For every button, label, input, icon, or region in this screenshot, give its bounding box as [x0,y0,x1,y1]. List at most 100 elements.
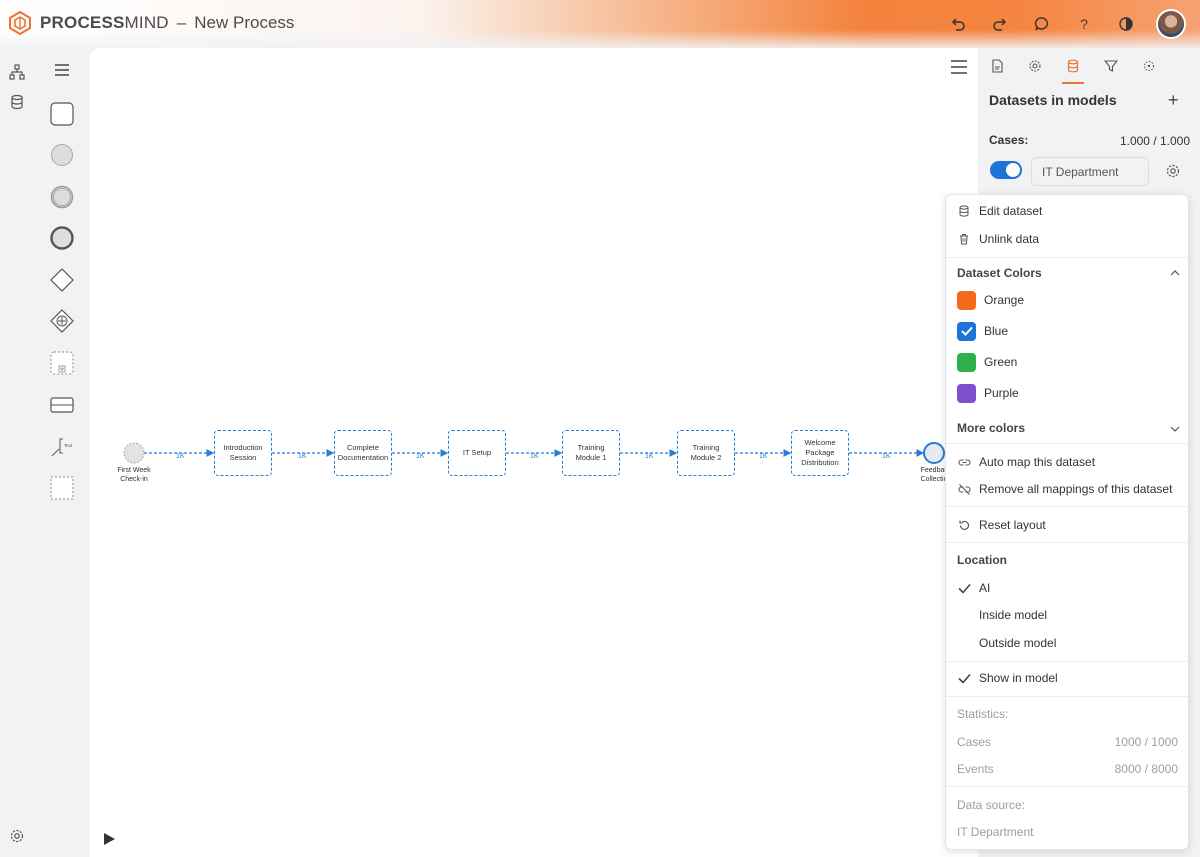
text-annotation-shape-icon[interactable]: Text [50,434,74,458]
task-node[interactable]: Complete Documentation [334,430,392,476]
redo-icon[interactable] [988,12,1012,36]
menu-item-reset-layout[interactable]: Reset layout [946,512,1188,538]
empty-check-slot [957,608,971,622]
menu-item-label: Inside model [979,608,1048,622]
menu-item-label: Unlink data [979,232,1040,246]
undo-icon[interactable] [946,12,970,36]
logo: PROCESSMIND – New Process [8,11,294,35]
group-shape-icon[interactable] [50,476,74,500]
help-icon[interactable]: ? [1080,16,1088,32]
menu-divider [946,661,1188,662]
color-option-blue[interactable]: Blue [946,319,1188,343]
parallel-gateway-shape-icon[interactable] [50,309,74,333]
menu-item-edit-dataset[interactable]: Edit dataset [946,198,1188,224]
end-event-shape-icon[interactable] [50,226,74,250]
play-simulation-icon[interactable] [102,832,116,846]
top-header: PROCESSMIND – New Process ? [0,0,1200,48]
reset-icon [957,518,971,532]
user-avatar[interactable] [1156,9,1186,39]
cases-label: Cases: [989,133,1029,147]
database-icon [957,204,971,218]
gear-icon [1029,60,1041,72]
document-icon [992,59,1003,73]
subprocess-shape-icon[interactable] [50,351,74,375]
process-tree-icon[interactable] [9,64,25,80]
menu-item-unlink-data[interactable]: Unlink data [946,226,1188,252]
dataset-colors-header[interactable]: Dataset Colors [957,266,1042,280]
color-option-green[interactable]: Green [946,350,1188,374]
edge-count-label: 1K [530,453,539,460]
tab-datasets[interactable] [1054,48,1092,84]
menu-item-auto-map[interactable]: Auto map this dataset [946,449,1188,475]
menu-item-remove-mappings[interactable]: Remove all mappings of this dataset [946,476,1188,502]
location-option-ai[interactable]: AI [946,575,1188,601]
brand-name: PROCESSMIND [40,13,169,32]
edge-count-label: 1K [298,453,307,460]
start-event-shape-icon[interactable] [50,143,74,167]
task-node[interactable]: IT Setup [448,430,506,476]
settings-gear-icon[interactable] [9,828,25,844]
menu-item-label: Show in model [979,671,1058,685]
color-swatch [957,383,976,403]
color-label: Orange [984,293,1025,307]
edge-count-label: 1K [645,453,654,460]
intermediate-event-shape-icon[interactable] [50,185,74,209]
task-node[interactable]: Welcome Package Distribution [791,430,849,476]
color-option-orange[interactable]: Orange [946,288,1188,312]
color-option-purple[interactable]: Purple [946,381,1188,405]
dataset-context-menu: Edit dataset Unlink data Dataset Colors … [945,194,1189,850]
comment-icon[interactable] [1030,12,1054,36]
model-canvas[interactable]: First Week Check-in Feedback Collection … [90,48,978,857]
stat-value: 1000 / 1000 [1114,735,1178,749]
more-colors-header[interactable]: More colors [957,421,1026,435]
stat-label: Events [957,762,994,776]
tab-scope[interactable] [1130,48,1168,84]
palette-menu-icon[interactable] [52,60,72,80]
title-separator: – [176,13,187,32]
edge-count-label: 1K [882,453,891,460]
trash-icon [957,232,971,246]
tab-settings[interactable] [1016,48,1054,84]
menu-item-label: Reset layout [979,518,1046,532]
tab-document[interactable] [978,48,1016,84]
chevron-up-icon[interactable] [1170,268,1180,278]
database-icon[interactable] [9,94,25,110]
location-option-outside-model[interactable]: Outside model [946,630,1188,656]
theme-icon[interactable] [1114,12,1138,36]
menu-divider [946,542,1188,543]
processmind-logo-icon [9,11,31,35]
task-node[interactable]: Training Module 2 [677,430,735,476]
chevron-down-icon[interactable] [1170,424,1180,434]
cases-value: 1.000 / 1.000 [1119,134,1190,148]
task-node[interactable]: Introduction Session [214,430,272,476]
shape-palette: Text [34,48,90,857]
end-event-label: Feedback Collection [920,467,952,483]
data-source-header: Data source: [957,798,1026,812]
dataset-name-field[interactable]: IT Department [1031,157,1149,186]
svg-text:Text: Text [64,443,73,448]
add-dataset-button[interactable]: + [1168,90,1179,110]
checkmark-icon [957,671,971,685]
statistics-header: Statistics: [957,707,1009,721]
dataset-settings-gear-icon[interactable] [1165,163,1181,179]
flow-connections [123,442,945,464]
menu-divider [946,443,1188,444]
panel-tabs [978,48,1200,84]
left-rail [0,48,34,857]
menu-item-show-in-model[interactable]: Show in model [946,665,1188,691]
menu-item-label: Auto map this dataset [979,455,1096,469]
dataset-toggle[interactable] [990,161,1022,179]
pool-lane-shape-icon[interactable] [50,393,74,417]
location-option-inside-model[interactable]: Inside model [946,602,1188,628]
task-shape-icon[interactable] [50,102,74,126]
tab-filter[interactable] [1092,48,1130,84]
canvas-menu-icon[interactable] [950,60,968,74]
database-icon [1067,59,1079,73]
process-title[interactable]: New Process [194,13,295,32]
menu-item-label: Remove all mappings of this dataset [979,482,1173,496]
unlink-icon [957,482,971,496]
gateway-shape-icon[interactable] [50,268,74,292]
color-swatch [957,290,976,310]
task-node[interactable]: Training Module 1 [562,430,620,476]
menu-divider [946,786,1188,787]
